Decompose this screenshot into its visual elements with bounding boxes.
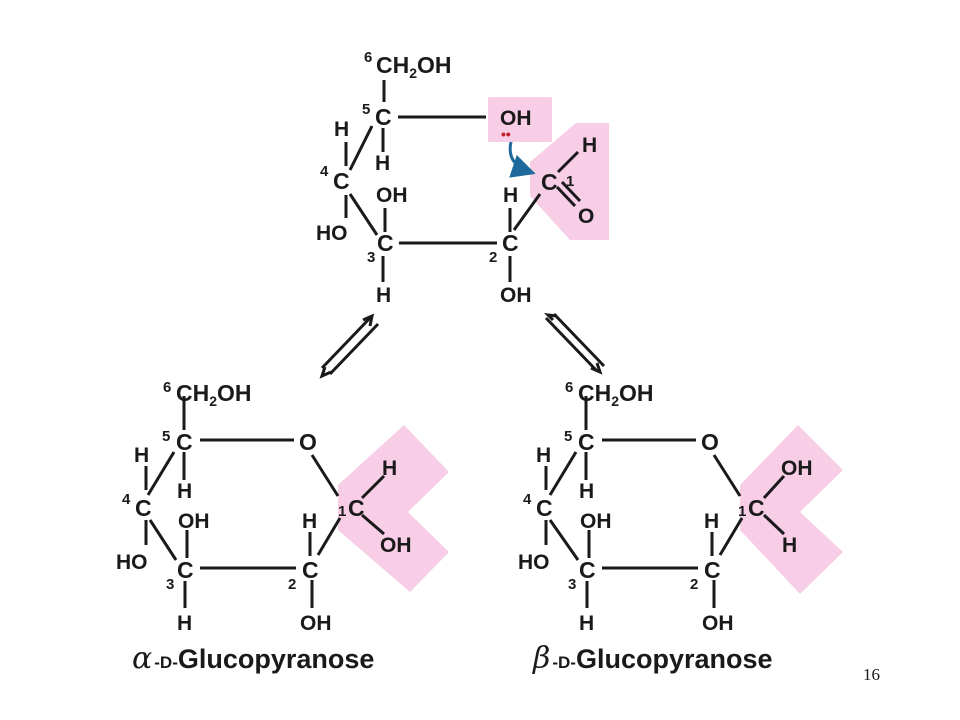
carbon-1: C <box>541 169 558 195</box>
ho-carbon-4: HO <box>316 222 348 245</box>
oh-carbon-3: OH <box>178 510 210 533</box>
carbon-2: C <box>502 230 519 256</box>
carbon-5: C <box>375 104 392 130</box>
carbon-number-3: 3 <box>367 249 375 266</box>
carbon-number-6: 6 <box>565 379 573 396</box>
h-down-5: H <box>177 480 192 503</box>
carbon-2: C <box>302 557 319 583</box>
oh-highlight <box>488 97 552 142</box>
alpha-anomeric-highlight <box>338 425 449 592</box>
electron-push-arrow <box>508 141 536 178</box>
h-left-5: H <box>536 444 551 467</box>
anomeric-bottom-substituent: OH <box>380 534 412 557</box>
equilibrium-arrow-right <box>543 312 606 375</box>
h-carbon-2: H <box>302 510 317 533</box>
ho-carbon-4: HO <box>518 551 550 574</box>
carbon-number-1: 1 <box>738 503 746 520</box>
lone-pair-electrons: •• <box>501 126 511 142</box>
carbon-4: C <box>135 495 152 521</box>
carbon-2: C <box>704 557 721 583</box>
carbon-1: C <box>748 495 765 521</box>
page-number: 16 <box>863 665 880 684</box>
carbon-number-6: 6 <box>364 49 372 66</box>
h-carbon-3: H <box>579 612 594 635</box>
h-carbon-3: H <box>376 284 391 307</box>
carbon-number-5: 5 <box>564 428 572 445</box>
ring-oxygen: O <box>701 429 719 455</box>
alpha-name: α-D-Glucopyranose <box>132 641 374 676</box>
c6-group: CH2OH <box>376 52 452 81</box>
carbon-1: C <box>348 495 365 521</box>
carbon-number-5: 5 <box>162 428 170 445</box>
carbon-4: C <box>333 168 350 194</box>
aldehyde-oxygen: O <box>578 205 594 228</box>
h-carbon-2: H <box>704 510 719 533</box>
oh-carbon-5: OH <box>500 107 532 130</box>
c6-group: CH2OH <box>578 380 654 409</box>
aldehyde-highlight <box>530 123 609 240</box>
anomeric-top-substituent: H <box>382 457 397 480</box>
oh-carbon-2: OH <box>500 284 532 307</box>
h-down-5: H <box>375 152 390 175</box>
carbon-number-1: 1 <box>566 173 574 190</box>
h-carbon-2: H <box>503 184 518 207</box>
carbon-number-4: 4 <box>122 491 131 508</box>
ho-carbon-4: HO <box>116 551 148 574</box>
carbon-number-2: 2 <box>288 576 296 593</box>
oh-carbon-3: OH <box>580 510 612 533</box>
oh-carbon-2: OH <box>300 612 332 635</box>
h-left-5: H <box>334 118 349 141</box>
ring-oxygen: O <box>299 429 317 455</box>
anomeric-top-substituent: OH <box>781 457 813 480</box>
oh-carbon-2: OH <box>702 612 734 635</box>
beta-name: β-D-Glucopyranose <box>532 641 773 676</box>
equilibrium-arrow-left <box>319 313 380 379</box>
carbon-number-3: 3 <box>166 576 174 593</box>
oh-carbon-3: OH <box>376 184 408 207</box>
carbon-number-1: 1 <box>338 503 346 520</box>
carbon-number-3: 3 <box>568 576 576 593</box>
alpha-d-glucopyranose: 6 CH2OH 5 C H H O 4 C HO OH H 3 C H 2 C … <box>116 379 449 676</box>
carbon-number-2: 2 <box>489 249 497 266</box>
carbon-4: C <box>536 495 553 521</box>
aldehyde-hydrogen: H <box>582 134 597 157</box>
beta-anomeric-highlight <box>740 425 843 594</box>
h-carbon-3: H <box>177 612 192 635</box>
h-down-5: H <box>579 480 594 503</box>
carbon-number-2: 2 <box>690 576 698 593</box>
h-left-5: H <box>134 444 149 467</box>
carbon-number-4: 4 <box>523 491 532 508</box>
carbon-5: C <box>578 429 595 455</box>
carbon-3: C <box>579 557 596 583</box>
beta-d-glucopyranose: 6 CH2OH 5 C H H O 4 C HO OH H 3 C H 2 C … <box>518 379 843 676</box>
carbon-5: C <box>176 429 193 455</box>
carbon-number-5: 5 <box>362 101 370 118</box>
carbon-3: C <box>377 230 394 256</box>
c6-group: CH2OH <box>176 380 252 409</box>
carbon-number-4: 4 <box>320 163 329 180</box>
carbon-number-6: 6 <box>163 379 171 396</box>
open-chain-glucose: 6 CH2OH 5 C H H OH •• 4 C HO OH H 3 C H … <box>316 49 609 307</box>
carbon-3: C <box>177 557 194 583</box>
anomeric-bottom-substituent: H <box>782 534 797 557</box>
